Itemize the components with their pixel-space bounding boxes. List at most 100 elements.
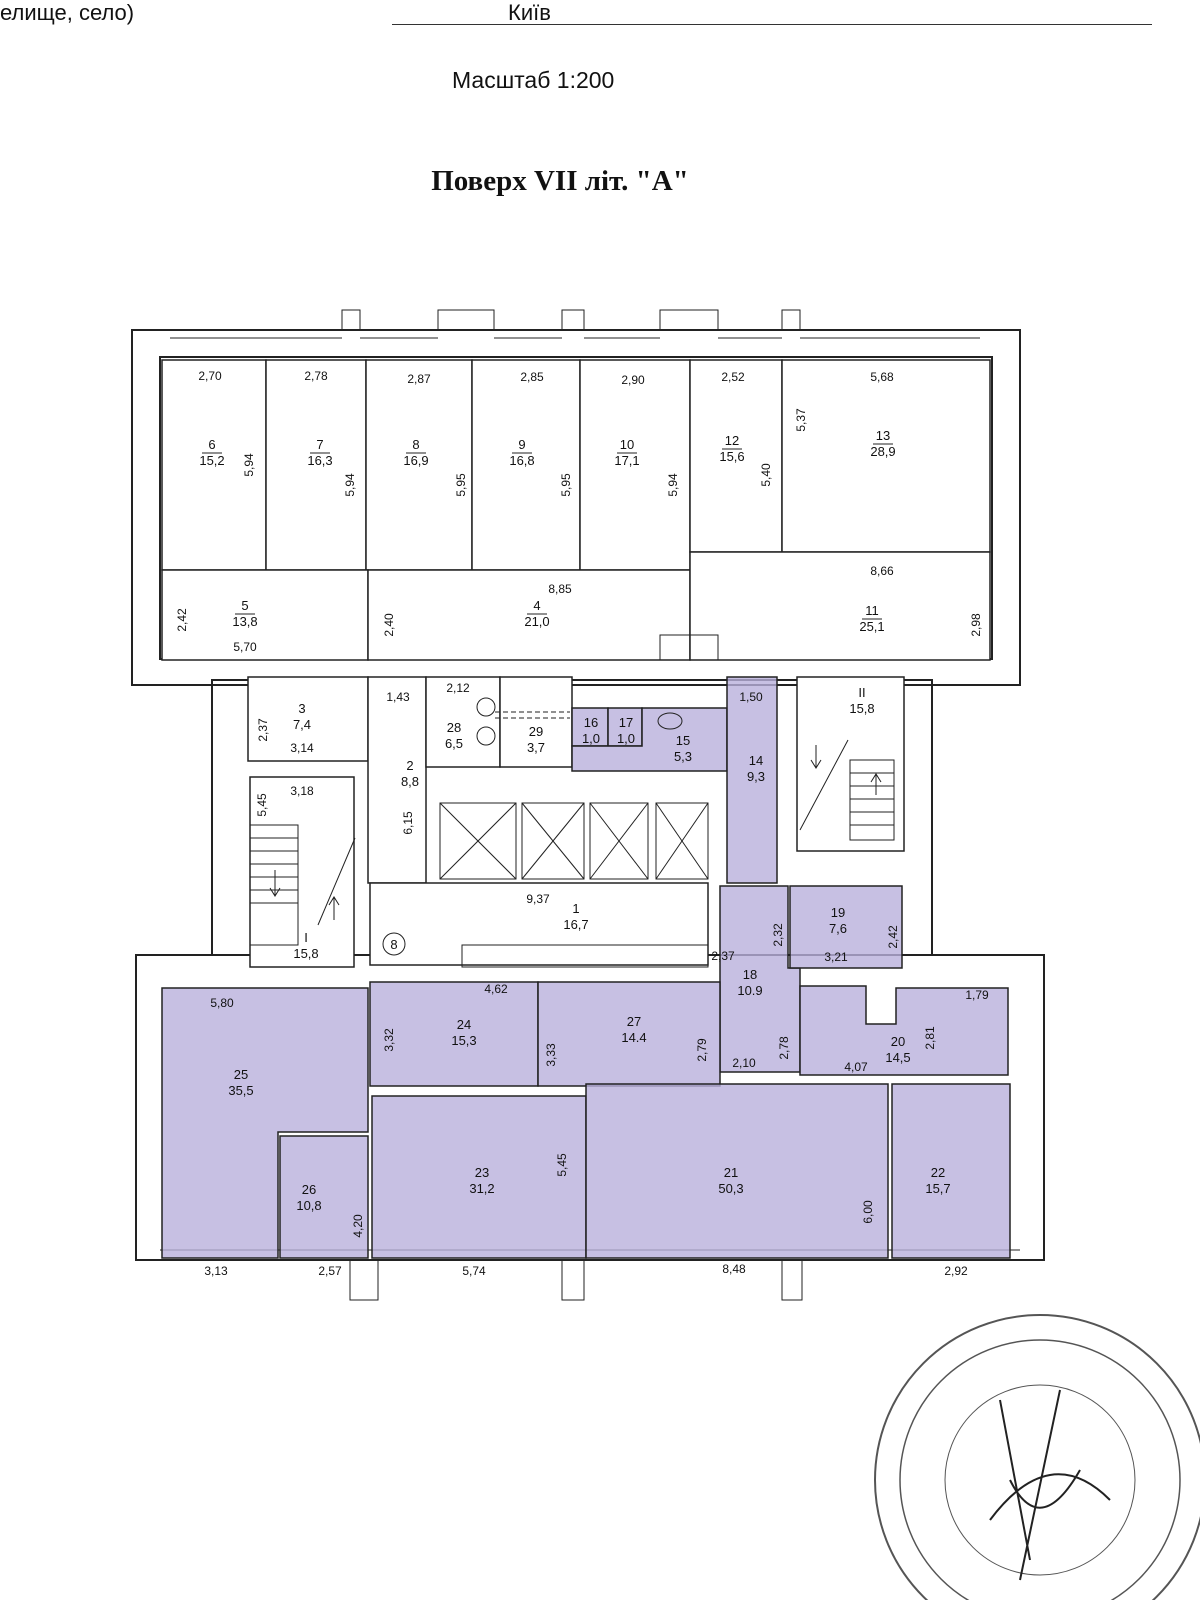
- room-number: 5: [241, 598, 248, 613]
- pilaster: [561, 309, 585, 331]
- dimension: 3,32: [382, 1028, 396, 1052]
- header-underline: [392, 24, 1152, 25]
- room-22: [891, 1083, 1011, 1259]
- room-13: [781, 359, 991, 553]
- dimension: 2,40: [382, 613, 396, 637]
- pilaster: [341, 309, 361, 331]
- room-area: 7,6: [829, 921, 847, 936]
- room-area: 17,1: [614, 453, 639, 468]
- elevator-icon: [521, 802, 585, 880]
- room-area: 13,8: [232, 614, 257, 629]
- room-area: 15,8: [849, 701, 874, 716]
- upper-rooms: [161, 359, 991, 661]
- room-number: 17: [619, 715, 633, 730]
- room-number: 11: [865, 603, 879, 618]
- room-area: 16,7: [563, 917, 588, 932]
- dimension: 2,52: [721, 370, 745, 384]
- room-8: [365, 359, 473, 571]
- room-area: 21,0: [524, 614, 549, 629]
- shaded-central-rooms: [719, 885, 903, 1073]
- room-29: [499, 676, 573, 768]
- room-area: 25,1: [859, 619, 884, 634]
- room-14: [726, 676, 778, 884]
- room-area: 10.9: [737, 983, 762, 998]
- stamp-ring: [874, 1314, 1200, 1600]
- dimension: 2,98: [969, 613, 983, 637]
- locality-fragment: елище, село): [0, 0, 135, 25]
- dimension: 3,14: [290, 741, 314, 755]
- dimension: 5,45: [255, 793, 269, 817]
- room-number: 12: [725, 433, 739, 448]
- room-16: [571, 707, 609, 747]
- axis-marker: [382, 932, 406, 956]
- room-number: II: [858, 685, 865, 700]
- dimension: 2,10: [732, 1056, 756, 1070]
- dimension: 2,57: [318, 1264, 342, 1278]
- pilaster: [437, 309, 495, 331]
- room-number: 4: [533, 598, 540, 613]
- dimension: 8,48: [722, 1262, 746, 1276]
- room-number: 28: [447, 720, 461, 735]
- dimension: 5,37: [794, 408, 808, 432]
- dimension: 2,42: [886, 925, 900, 949]
- room-number: 20: [891, 1034, 905, 1049]
- pilaster: [349, 1259, 379, 1301]
- room-labels: 6 15,2 7 16,3 8 16,9 9 16,8 10 17,1 12 1…: [199, 428, 950, 1213]
- official-stamp: [874, 1314, 1200, 1600]
- dimension-labels: 2,70 2,78 2,87 2,85 2,90 2,52 5,68 8,66 …: [198, 369, 989, 1278]
- room-number: 1: [572, 901, 579, 916]
- sink-icon: [657, 712, 683, 730]
- elevator-icon: [589, 802, 649, 880]
- room-28: [425, 676, 501, 768]
- room-1: [369, 882, 709, 966]
- stamp-ring: [944, 1384, 1136, 1576]
- room-area: 8,8: [401, 774, 419, 789]
- room-area: 14,5: [885, 1050, 910, 1065]
- room-area: 3,7: [527, 740, 545, 755]
- room-area: 15,8: [293, 946, 318, 961]
- room-17: [607, 707, 643, 747]
- dimension: 6,00: [861, 1200, 875, 1224]
- dimension: 2,70: [198, 369, 222, 383]
- city-name: Київ: [508, 0, 551, 25]
- room-number: 22: [931, 1165, 945, 1180]
- room-number: 23: [475, 1165, 489, 1180]
- dimension: 2,92: [944, 1264, 968, 1278]
- room-area: 15,3: [451, 1033, 476, 1048]
- fraction-bars: [202, 443, 893, 620]
- room-number: 16: [584, 715, 598, 730]
- elevator-shafts: [439, 802, 709, 880]
- room-number: 6: [208, 437, 215, 452]
- room-area: 35,5: [228, 1083, 253, 1098]
- room-number: 10: [620, 437, 634, 452]
- floor-title: Поверх VII літ. "А": [431, 165, 689, 197]
- dimension: 2,12: [446, 681, 470, 695]
- room-23: [371, 1095, 587, 1259]
- room-9: [471, 359, 581, 571]
- dimension: 4,62: [484, 982, 508, 996]
- dimension: 8,66: [870, 564, 894, 578]
- room-number: 15: [676, 733, 690, 748]
- room-20: [799, 985, 1009, 1076]
- toilet-icon: [476, 726, 496, 746]
- stairs-left-icon: [249, 824, 356, 946]
- room-number: 13: [876, 428, 890, 443]
- vertical-dimension-labels: 5,94 5,94 5,95 5,95 5,94 5,40 5,37 2,98 …: [175, 408, 983, 1238]
- dimension: 1,43: [386, 690, 410, 704]
- room-area: 15,6: [719, 449, 744, 464]
- dimension: 5,74: [462, 1264, 486, 1278]
- elevator-icon: [439, 802, 517, 880]
- room-number: 8: [412, 437, 419, 452]
- room-number: 7: [316, 437, 323, 452]
- dimension: 2,32: [771, 923, 785, 947]
- room-2: [367, 676, 427, 884]
- dimension: 2,78: [304, 369, 328, 383]
- dimension: 8,85: [548, 582, 572, 596]
- corridor-niche: [461, 944, 709, 968]
- shaft: [659, 634, 719, 661]
- room-area: 6,5: [445, 736, 463, 751]
- dimension: 2,85: [520, 370, 544, 384]
- dimension: 3,13: [204, 1264, 228, 1278]
- room-area: 31,2: [469, 1181, 494, 1196]
